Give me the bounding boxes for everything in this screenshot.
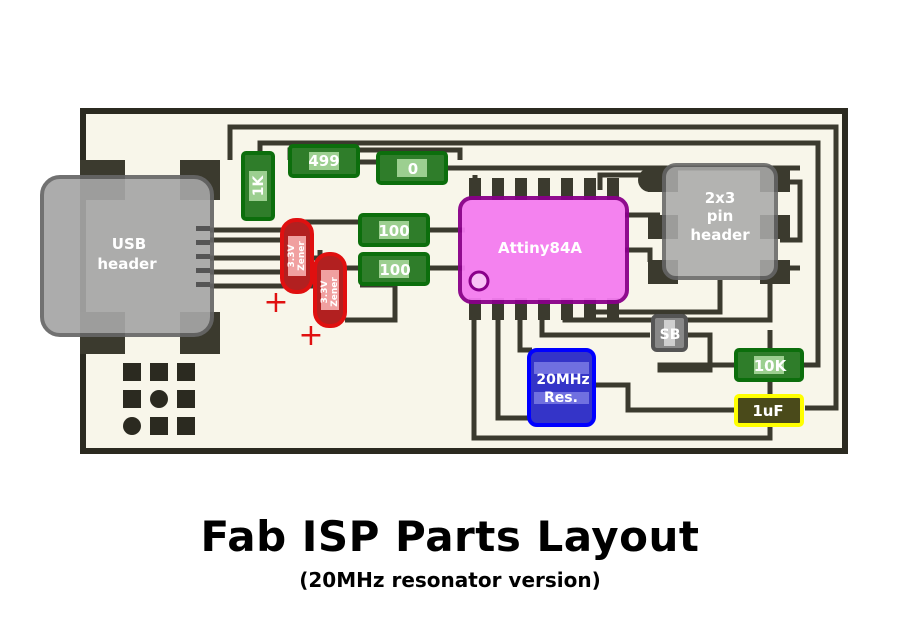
- zener-b-polarity-mark: +: [298, 318, 323, 353]
- resistor-499: 499: [288, 144, 360, 178]
- usb-header: USB header: [40, 175, 214, 337]
- resonator-label-1: 20MHz: [536, 372, 589, 388]
- mcu-attiny84a: Attiny84A: [458, 178, 629, 320]
- zener-b-label-2: Zener: [330, 277, 340, 307]
- pin-header-2x3: 2x3 pin header: [662, 163, 778, 280]
- solder-bridge: SB: [651, 314, 688, 352]
- pin-header-label-1: 2x3: [705, 189, 736, 207]
- usb-header-label-2: header: [97, 255, 157, 273]
- resistor-10k-label: 10K: [754, 357, 788, 375]
- resistor-100-b: 100: [358, 252, 430, 286]
- resistor-499-label: 499: [308, 152, 339, 170]
- resistor-100-a-label: 100: [378, 222, 409, 240]
- mcu-label: Attiny84A: [498, 239, 582, 257]
- resistor-1k: 1K: [241, 151, 275, 221]
- resistor-0: 0: [376, 151, 448, 185]
- capacitor-1uf: 1uF: [734, 394, 804, 427]
- usb-header-label-1: USB: [112, 235, 146, 253]
- resistor-100-b-label: 100: [379, 261, 410, 279]
- zener-a-polarity-mark: +: [263, 285, 288, 320]
- pin-header-label-2: pin: [707, 207, 734, 225]
- zener-diode-b: 3.3V Zener: [313, 252, 347, 328]
- capacitor-1uf-label: 1uF: [752, 402, 783, 420]
- zener-diode-a: 3.3V Zener: [280, 218, 314, 294]
- via-grid: [123, 363, 195, 435]
- page-title: Fab ISP Parts Layout: [200, 512, 700, 561]
- resistor-10k: 10K: [734, 348, 804, 382]
- zener-a-label-2: Zener: [297, 241, 307, 271]
- resonator-20mhz: 20MHz Res.: [527, 348, 596, 427]
- zener-b-label-1: 3.3V: [320, 281, 330, 304]
- solder-bridge-label: SB: [660, 327, 681, 343]
- zener-a-label-1: 3.3V: [287, 245, 297, 268]
- resonator-label-2: Res.: [544, 390, 578, 406]
- resistor-0-label: 0: [408, 160, 418, 178]
- resistor-100-a: 100: [358, 213, 430, 247]
- page-subtitle: (20MHz resonator version): [299, 568, 601, 592]
- resistor-1k-label: 1K: [251, 175, 267, 197]
- pin-header-label-3: header: [690, 226, 750, 244]
